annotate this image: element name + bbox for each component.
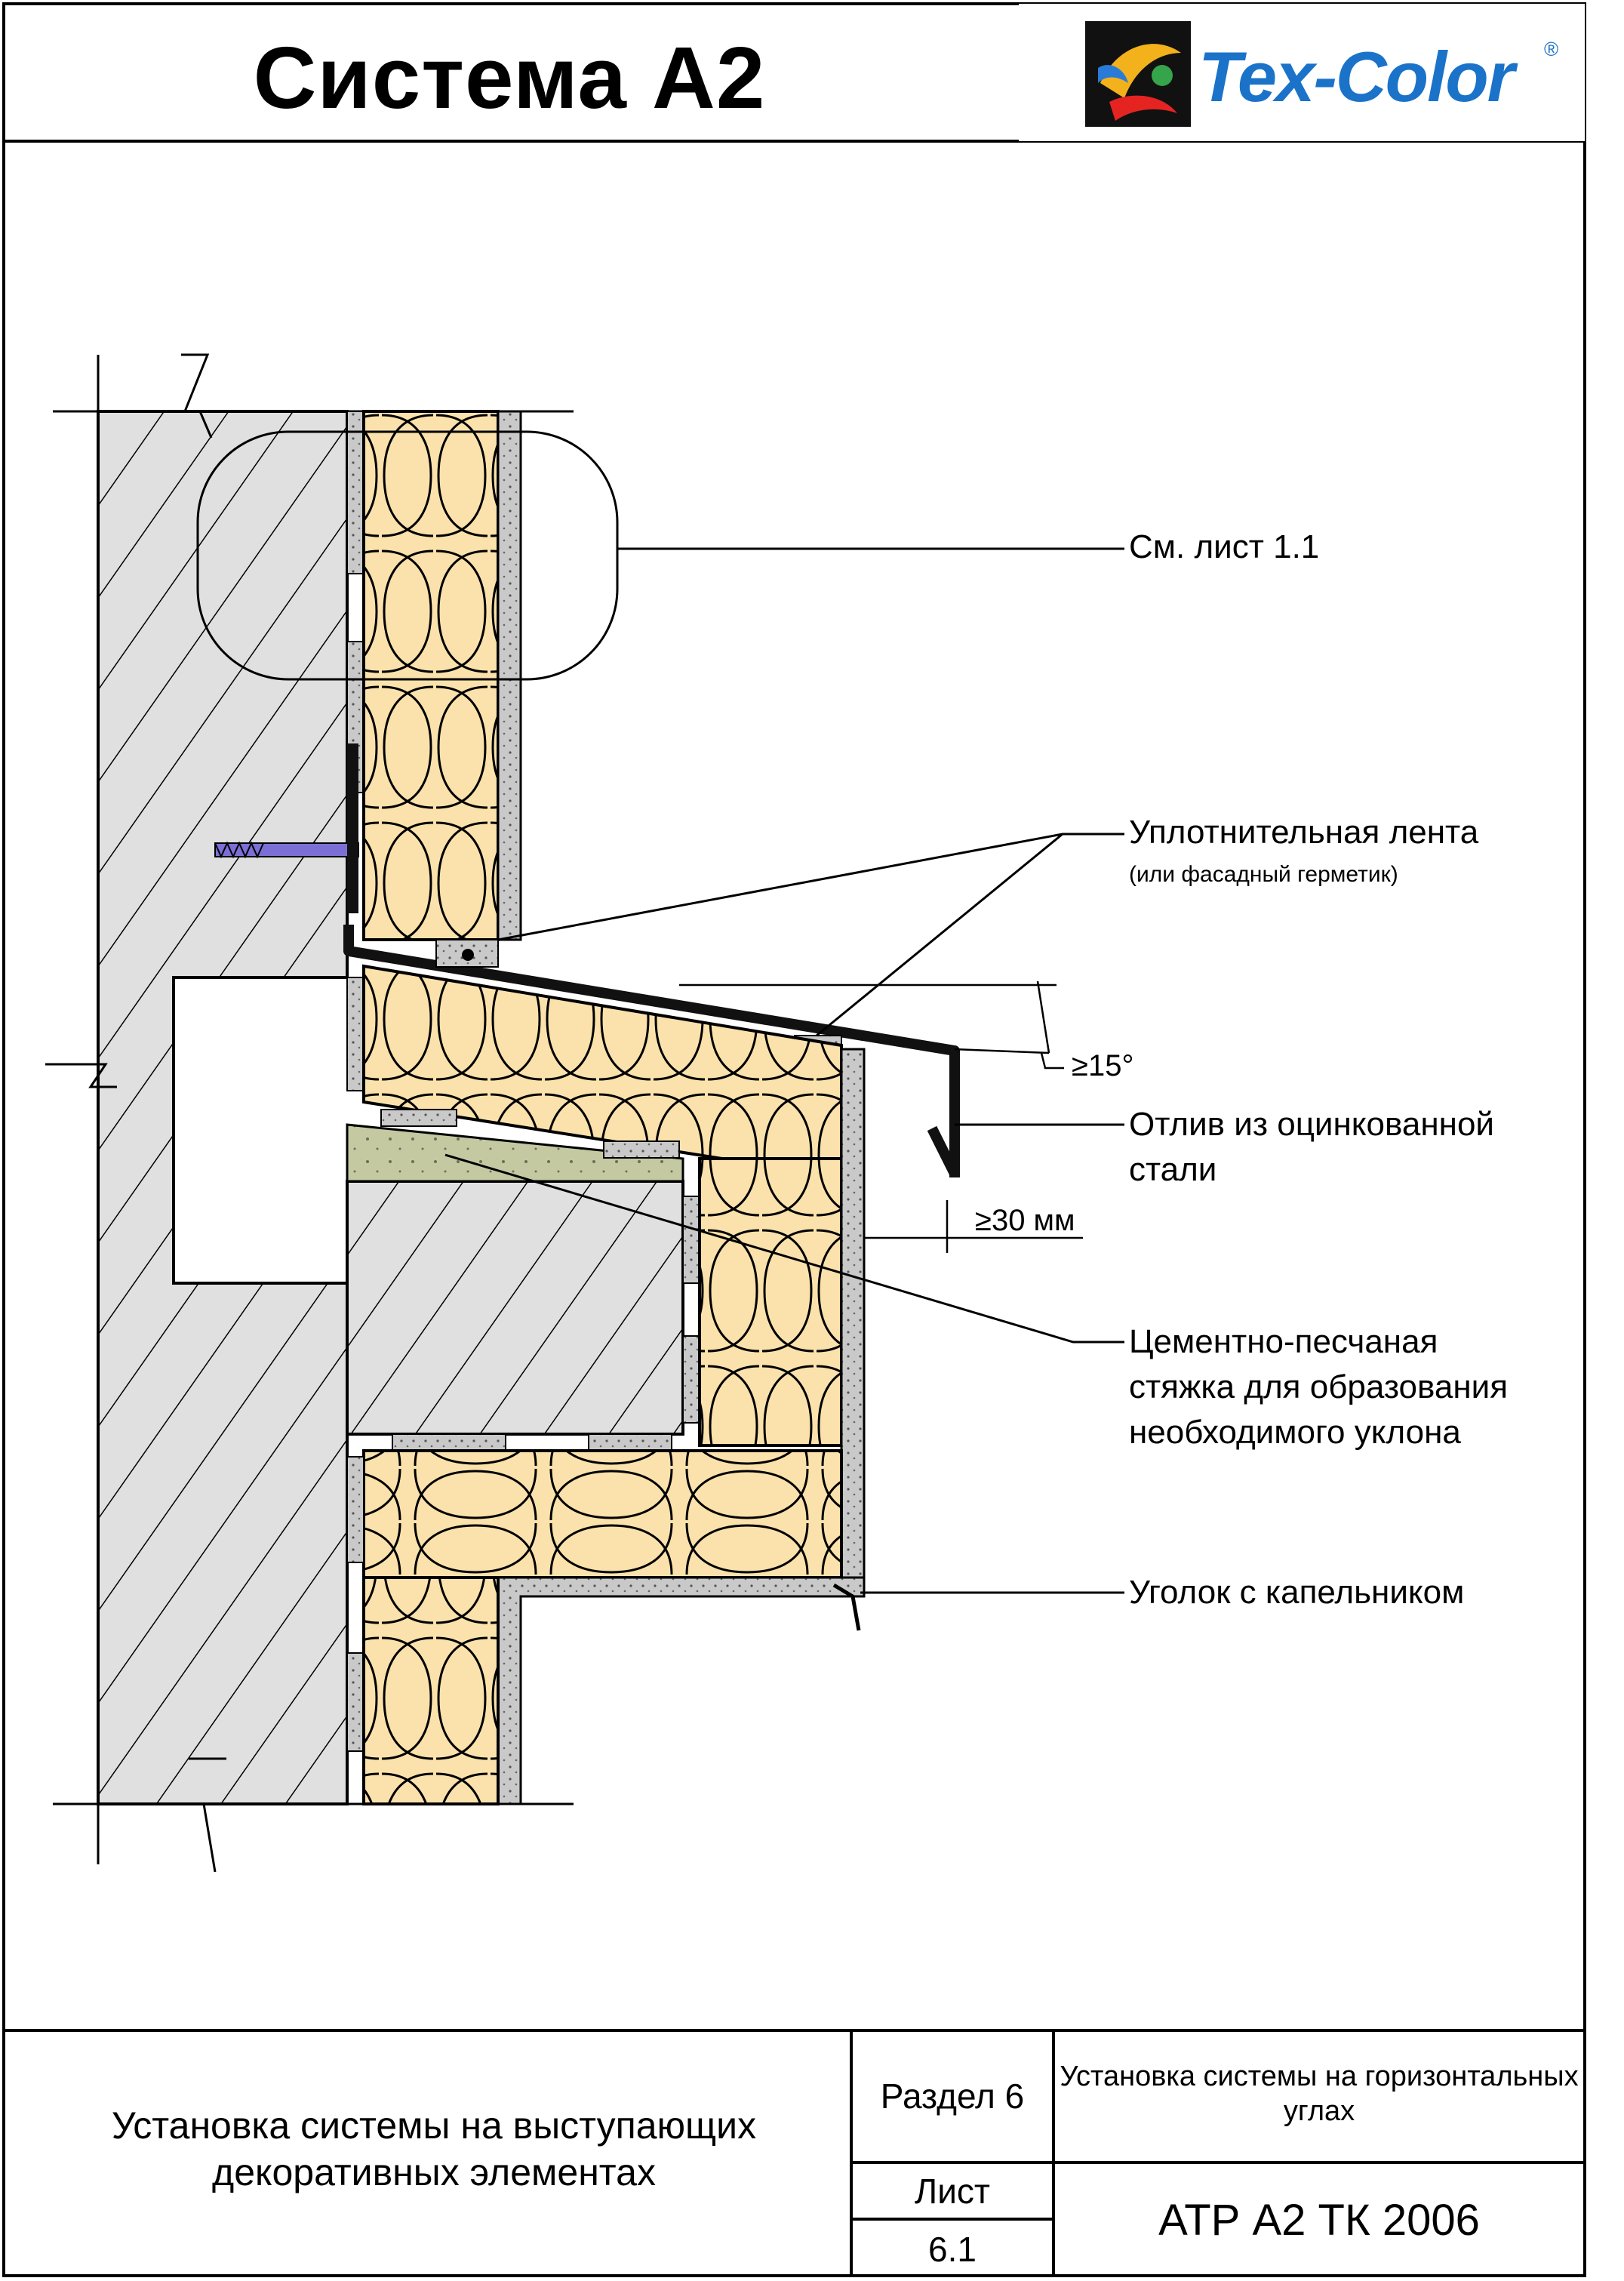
overhang-dimension-label: ≥30 мм [975,1204,1075,1237]
leader-lines [444,547,1124,1594]
render-upper [497,410,522,941]
screw-thread-icon [214,841,264,859]
render-soffit [497,1576,866,1805]
callout-sealing-tape: Уплотнительная лента [1129,814,1479,851]
adhesive-screed-2 [603,1140,680,1159]
adhesive-front-2 [682,1335,700,1424]
decorative-element [346,1180,684,1436]
adhesive-lower-2 [346,1652,364,1752]
callout-screed-line-3: необходимого уклона [1129,1414,1461,1451]
corner-drip-profile [832,1583,861,1631]
callout-corner-drip: Уголок с капельником [1129,1574,1465,1611]
callout-sealing-tape-note: (или фасадный герметик) [1129,862,1398,887]
overhang-dimension [863,1200,1083,1253]
callout-drip-line-2: стали [1129,1151,1217,1188]
mounting-bracket [347,743,358,913]
slope-dimension-label: ≥15° [1072,1049,1134,1082]
footer-sheet-number: 6.1 [928,2230,977,2269]
adhesive-slope-left [346,977,364,1091]
leader-sealing-tape [497,833,1124,1037]
adhesive-upper-1 [346,411,364,574]
insulation-upper [362,410,500,941]
registered-mark: ® [1544,38,1559,60]
adhesive-screed-1 [380,1109,457,1127]
callout-screed-line-2: стяжка для образования [1129,1368,1509,1405]
footer-description: Установка системы на выступающих декорат… [111,2104,757,2193]
drip-hook [927,1125,960,1177]
sheet-frame [2,2,1586,2277]
slope-dimension [679,980,1064,1070]
insulation-soffit [362,1449,843,1579]
page-title: Система А2 [253,29,766,127]
adhesive-soffit-1 [392,1433,506,1451]
cement-screed [346,1123,684,1183]
leader-screed [444,1153,1124,1344]
galvanized-drip-flashing [343,925,960,1177]
insulation-lower [362,1576,500,1805]
footer-sheet-label: Лист [915,2172,990,2211]
insulation-front [698,1157,843,1447]
adhesive-front-1 [682,1196,700,1284]
callout-drip-line-1: Отлив из оцинкованной [1129,1106,1494,1143]
footer-section-title: Установка системы на горизонтальных угла… [1060,2061,1579,2127]
footer-document-code: АТР А2 ТК 2006 [1158,2196,1480,2245]
adhesive-lower-1 [346,1456,364,1563]
footer-section: Раздел 6 [880,2076,1025,2116]
adhesive-soffit-2 [588,1433,672,1451]
sealing-tape-upper-dot [462,949,474,961]
brand-name: Tex-Color [1198,37,1515,116]
reference-bubble [196,430,619,681]
concrete-wall [97,410,349,1805]
brand-logo-icon [1085,21,1191,127]
render-front [840,1048,866,1594]
callout-screed-line-1: Цементно-песчаная [1129,1323,1438,1360]
callout-see-sheet: См. лист 1.1 [1129,528,1320,565]
footer-table [4,2029,1585,2276]
